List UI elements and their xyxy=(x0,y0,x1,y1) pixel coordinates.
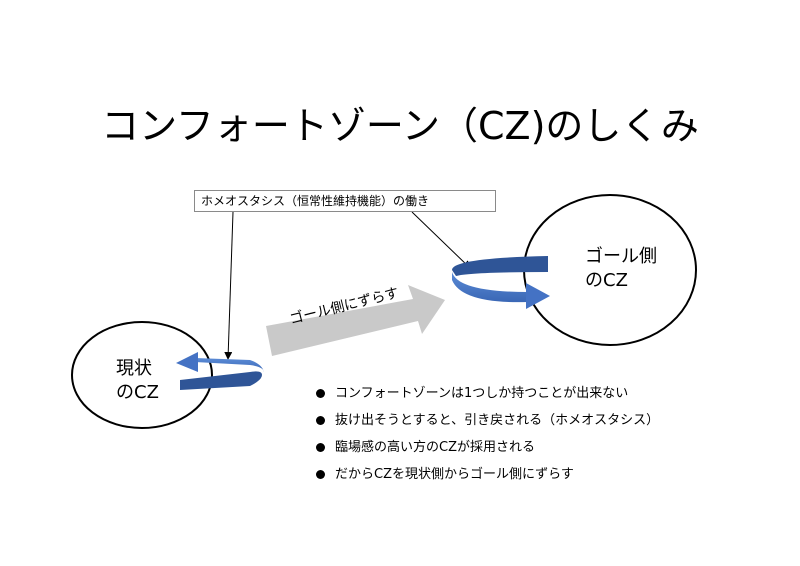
goal-cz-label-line1: ゴール側 xyxy=(585,246,657,267)
current-cz-label: 現状 のCZ xyxy=(116,357,159,405)
current-cz-circle xyxy=(71,321,213,429)
bullet-item: だからCZを現状側からゴール側にずらす xyxy=(315,461,659,488)
goal-cz-label: ゴール側 のCZ xyxy=(585,245,657,293)
goal-cz-label-line2: のCZ xyxy=(585,270,628,291)
callout-pointer-goal xyxy=(411,211,471,269)
curved-arrow-left-icon xyxy=(176,352,264,390)
current-cz-label-line1: 現状 xyxy=(116,358,152,379)
bullet-item: 抜け出そうとすると、引き戻される（ホメオスタシス） xyxy=(315,407,659,434)
block-arrow-right-icon xyxy=(266,285,445,356)
bullet-list: コンフォートゾーンは1つしか持つことが出来ない 抜け出そうとすると、引き戻される… xyxy=(315,380,659,488)
page-title: コンフォートゾーン（CZ)のしくみ xyxy=(101,104,699,148)
bullet-item: 臨場感の高い方のCZが採用される xyxy=(315,434,659,461)
callout-text: ホメオスタシス（恒常性維持機能）の働き xyxy=(201,194,430,208)
current-cz-label-line2: のCZ xyxy=(116,382,159,403)
bullet-item: コンフォートゾーンは1つしか持つことが出来ない xyxy=(315,380,659,407)
homeostasis-callout-box: ホメオスタシス（恒常性維持機能）の働き xyxy=(194,190,496,212)
callout-pointer-current xyxy=(224,211,234,360)
curved-arrow-right-icon xyxy=(452,256,550,309)
